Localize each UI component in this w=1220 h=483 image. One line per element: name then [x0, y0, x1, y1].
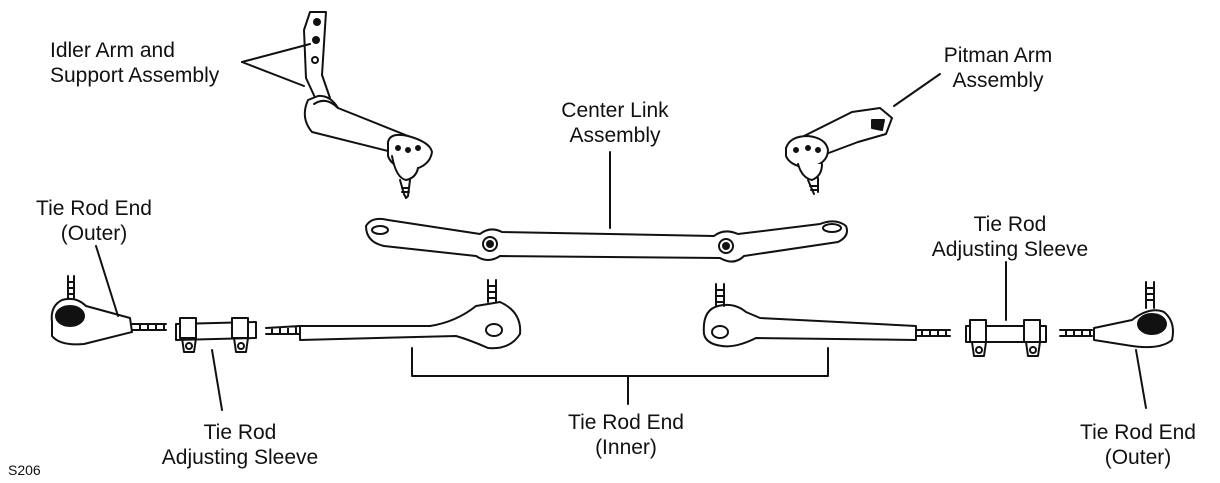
label-adjusting-sleeve-right: Tie Rod Adjusting Sleeve [931, 213, 1089, 261]
tie-rod-end-inner-right [702, 283, 951, 348]
tie-rod-end-inner-left [265, 279, 522, 350]
adjusting-sleeve-left [175, 317, 257, 353]
adjusting-sleeve-right [965, 319, 1047, 357]
tie-rod-end-outer-right [1059, 281, 1174, 349]
label-adjusting-sleeve-left: Tie Rod Adjusting Sleeve [161, 421, 319, 469]
label-idler-arm: Idler Arm and Support Assembly [50, 39, 220, 87]
label-tie-rod-end-outer-left: Tie Rod End (Outer) [36, 197, 152, 245]
tie-rod-end-outer-left [50, 275, 167, 346]
label-tie-rod-end-inner: Tie Rod End (Inner) [568, 411, 684, 459]
label-tie-rod-end-outer-right: Tie Rod End (Outer) [1080, 421, 1196, 469]
center-link-assembly [365, 217, 848, 263]
pitman-arm-assembly [785, 107, 893, 195]
idler-arm-assembly [303, 11, 433, 199]
figure-id: S206 [8, 462, 41, 478]
label-center-link: Center Link Assembly [561, 99, 669, 147]
label-pitman-arm: Pitman Arm Assembly [943, 44, 1053, 92]
leader-lines [95, 43, 1147, 411]
